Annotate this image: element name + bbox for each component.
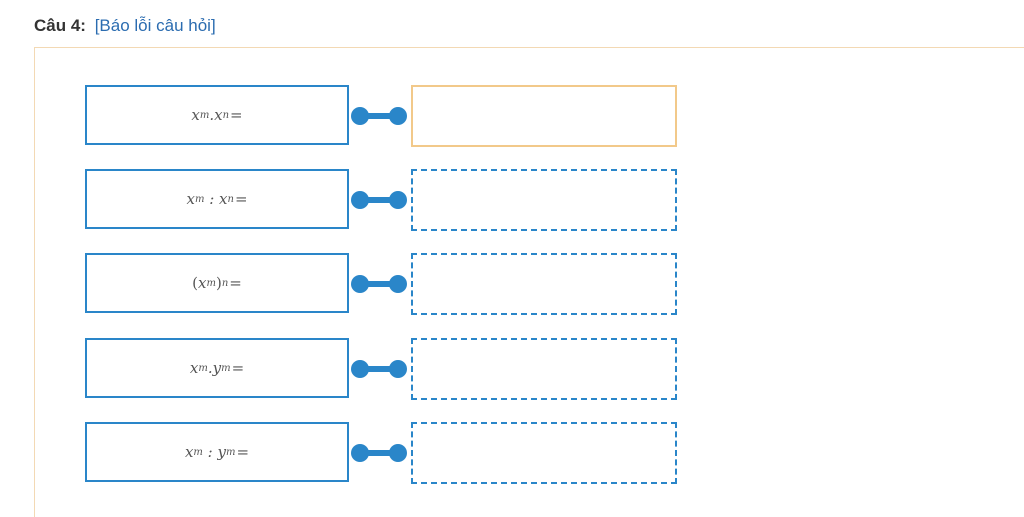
expr-equals: = (230, 106, 243, 124)
link-connector-icon (349, 191, 409, 209)
expr-base: y (217, 443, 226, 461)
link-connector-icon (349, 107, 409, 125)
expr-exponent: n (222, 109, 230, 121)
expr-base: x (186, 190, 195, 208)
expr-equals: = (231, 359, 245, 377)
expr-exponent: m (225, 446, 236, 458)
report-error-link[interactable]: [Báo lỗi câu hỏi] (94, 16, 216, 35)
link-connector-icon (349, 275, 409, 293)
answer-drop-zone[interactable] (411, 338, 677, 400)
expr-paren-open: ( (192, 274, 198, 292)
expr-exponent: n (221, 277, 229, 289)
question-header: Câu 4: [Báo lỗi câu hỏi] (34, 16, 216, 36)
expr-equals: = (236, 443, 250, 461)
expr-operator: : (202, 443, 218, 461)
expr-operator: . (209, 106, 215, 124)
expr-base: x (219, 190, 228, 208)
expr-base: x (189, 359, 199, 377)
expr-operator: . (207, 359, 213, 377)
expr-exponent: n (227, 193, 234, 205)
expr-operator: : (204, 190, 220, 208)
answer-drop-zone[interactable] (411, 422, 677, 484)
expr-exponent: m (199, 109, 210, 121)
expr-base: x (214, 106, 223, 124)
expr-equals: = (229, 274, 242, 292)
expr-exponent: m (193, 446, 203, 458)
question-number: Câu 4: (34, 16, 86, 35)
link-connector-icon (349, 444, 409, 462)
expr-base: x (191, 106, 200, 124)
expr-exponent: m (206, 277, 216, 289)
answer-drop-zone[interactable] (411, 85, 677, 147)
expr-exponent: m (198, 362, 208, 374)
expr-exponent: m (194, 193, 205, 205)
expr-equals: = (234, 190, 248, 208)
expr-base: y (212, 359, 222, 377)
answer-drop-zone[interactable] (411, 169, 677, 231)
expr-exponent: m (221, 362, 231, 374)
expr-base: x (184, 443, 194, 461)
answer-drop-zone[interactable] (411, 253, 677, 315)
expr-base: x (198, 274, 207, 292)
expr-paren-close: ) (215, 274, 222, 292)
link-connector-icon (349, 360, 409, 378)
